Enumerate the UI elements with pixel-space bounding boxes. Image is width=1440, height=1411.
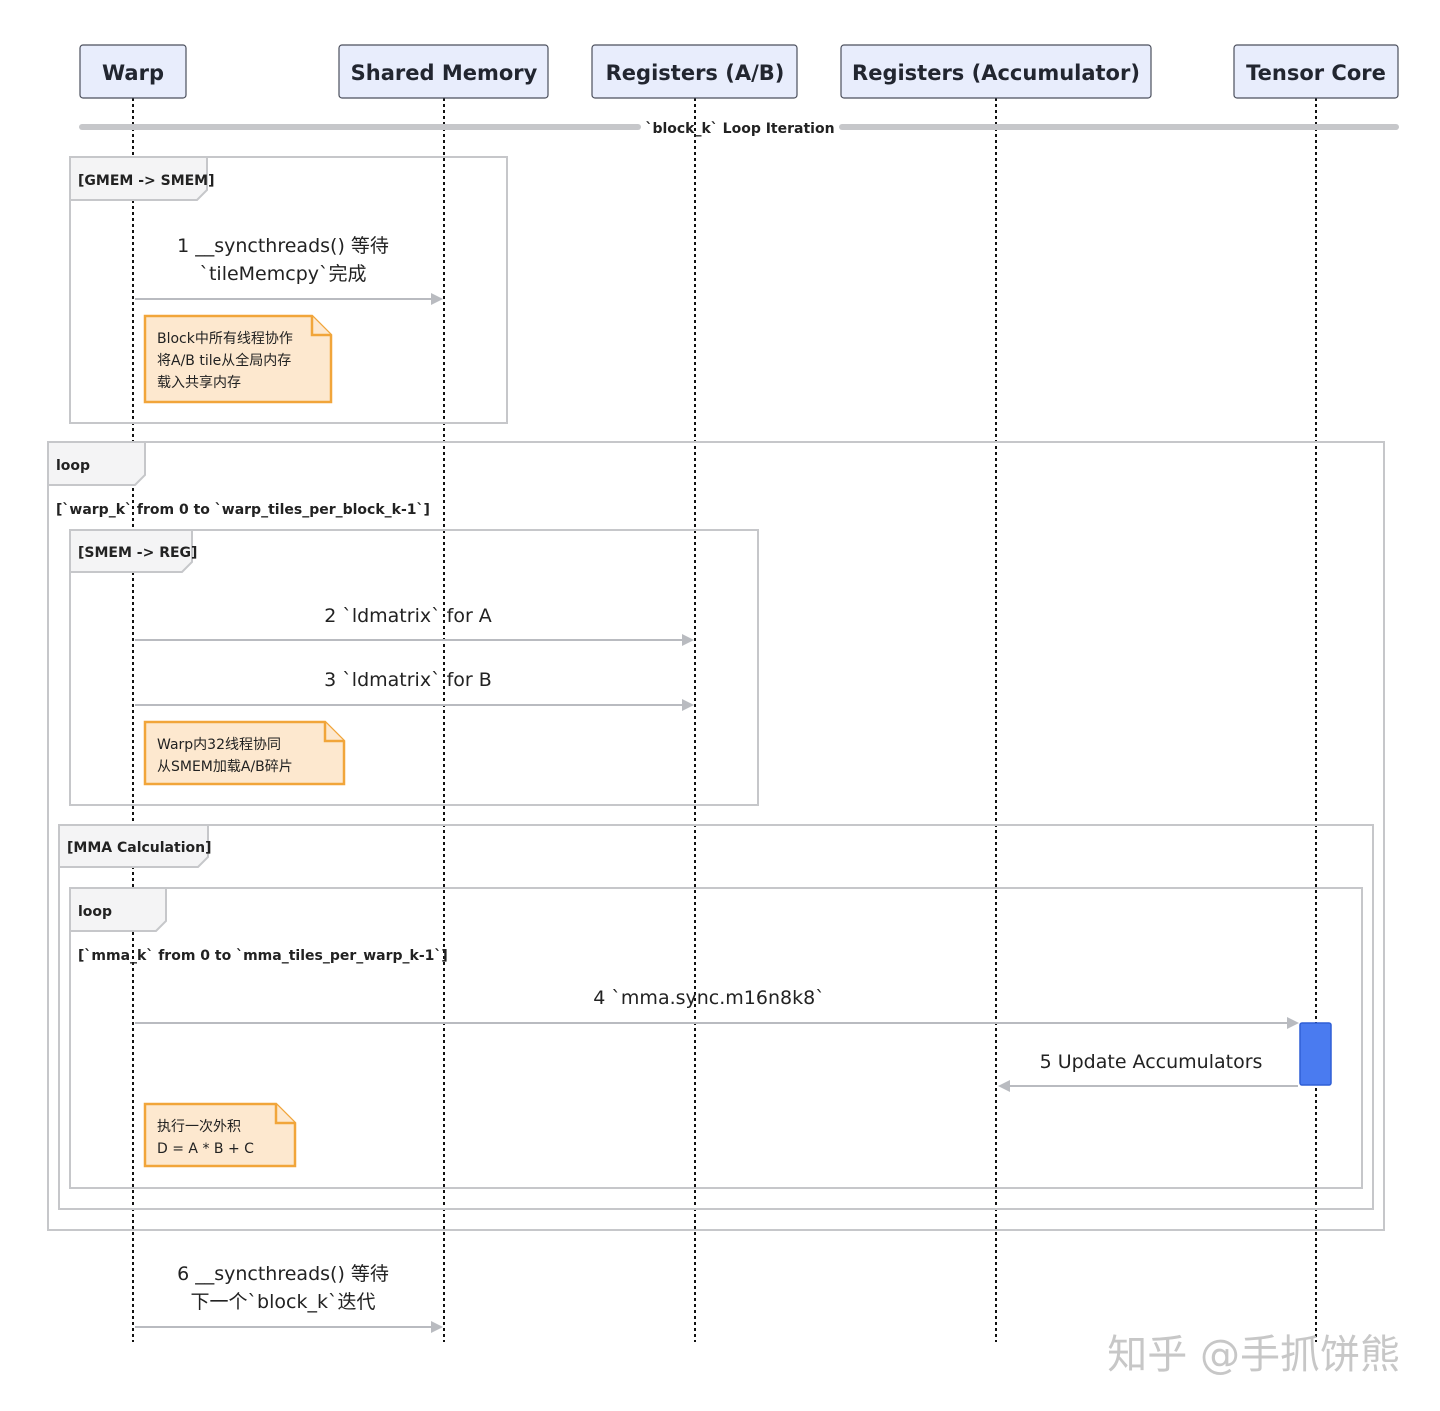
message-3: 3 `ldmatrix` for B bbox=[135, 669, 694, 711]
note-text: 载入共享内存 bbox=[157, 374, 241, 391]
message-text: 6 __syncthreads() 等待 bbox=[177, 1263, 389, 1285]
message-text: 4 `mma.sync.m16n8k8` bbox=[593, 987, 824, 1009]
group-label: [MMA Calculation] bbox=[67, 840, 211, 856]
message-text: 5 Update Accumulators bbox=[1040, 1051, 1263, 1073]
outer-loop-title: `block_k` Loop Iteration bbox=[645, 121, 834, 137]
message-4: 4 `mma.sync.m16n8k8` bbox=[135, 987, 1299, 1029]
group-smem-reg: [SMEM -> REG] bbox=[69, 529, 759, 806]
note-text: 从SMEM加载A/B碎片 bbox=[157, 759, 293, 775]
participant-label: Registers (Accumulator) bbox=[852, 61, 1140, 85]
message-text: 2 `ldmatrix` for A bbox=[324, 605, 492, 627]
group-label: loop bbox=[56, 458, 90, 474]
note-1: Block中所有线程协作 将A/B tile从全局内存 载入共享内存 bbox=[143, 314, 333, 404]
participant-warp: Warp bbox=[79, 44, 187, 99]
group-loop-warp: loop [`warp_k` from 0 to `warp_tiles_per… bbox=[47, 441, 1385, 1231]
group-label: [GMEM -> SMEM] bbox=[78, 173, 215, 189]
note-text: Block中所有线程协作 bbox=[157, 331, 293, 347]
group-loop-mma: loop [`mma_k` from 0 to `mma_tiles_per_w… bbox=[69, 887, 1363, 1189]
message-2: 2 `ldmatrix` for A bbox=[135, 605, 694, 646]
participant-label: Warp bbox=[102, 61, 164, 85]
participant-label: Tensor Core bbox=[1246, 61, 1386, 85]
participant-registers-ab: Registers (A/B) bbox=[591, 44, 798, 99]
message-6: 6 __syncthreads() 等待 下一个`block_k`迭代 bbox=[135, 1263, 443, 1333]
note-text: 执行一次外积 bbox=[157, 1119, 241, 1135]
group-label: loop bbox=[78, 904, 112, 920]
message-5: 5 Update Accumulators bbox=[998, 1051, 1298, 1092]
participant-shared-memory: Shared Memory bbox=[338, 44, 549, 99]
participant-label: Shared Memory bbox=[351, 61, 538, 85]
tensor-core-activation bbox=[1299, 1022, 1332, 1086]
note-text: Warp内32线程协同 bbox=[157, 737, 281, 753]
message-text: `tileMemcpy`完成 bbox=[199, 263, 366, 285]
loop-condition: [`warp_k` from 0 to `warp_tiles_per_bloc… bbox=[56, 502, 430, 518]
group-mma-calculation: [MMA Calculation] bbox=[58, 824, 1374, 1210]
message-1: 1 __syncthreads() 等待 `tileMemcpy`完成 bbox=[135, 235, 443, 305]
participant-label: Registers (A/B) bbox=[606, 61, 785, 85]
group-gmem-smem: [GMEM -> SMEM] bbox=[69, 156, 508, 424]
note-3: 执行一次外积 D = A * B + C bbox=[143, 1102, 297, 1168]
message-text: 下一个`block_k`迭代 bbox=[191, 1291, 376, 1313]
message-text: 1 __syncthreads() 等待 bbox=[177, 235, 389, 257]
message-text: 3 `ldmatrix` for B bbox=[324, 669, 492, 691]
participant-tensor-core: Tensor Core bbox=[1233, 44, 1399, 99]
note-text: D = A * B + C bbox=[157, 1141, 254, 1157]
participant-registers-accumulator: Registers (Accumulator) bbox=[840, 44, 1152, 99]
outer-loop-bar: `block_k` Loop Iteration bbox=[79, 121, 1399, 137]
loop-condition: [`mma_k` from 0 to `mma_tiles_per_warp_k… bbox=[78, 948, 448, 964]
note-text: 将A/B tile从全局内存 bbox=[157, 352, 291, 369]
watermark: 知乎 @手抓饼熊 bbox=[1107, 1332, 1400, 1378]
note-2: Warp内32线程协同 从SMEM加载A/B碎片 bbox=[143, 720, 346, 786]
group-label: [SMEM -> REG] bbox=[78, 545, 197, 561]
